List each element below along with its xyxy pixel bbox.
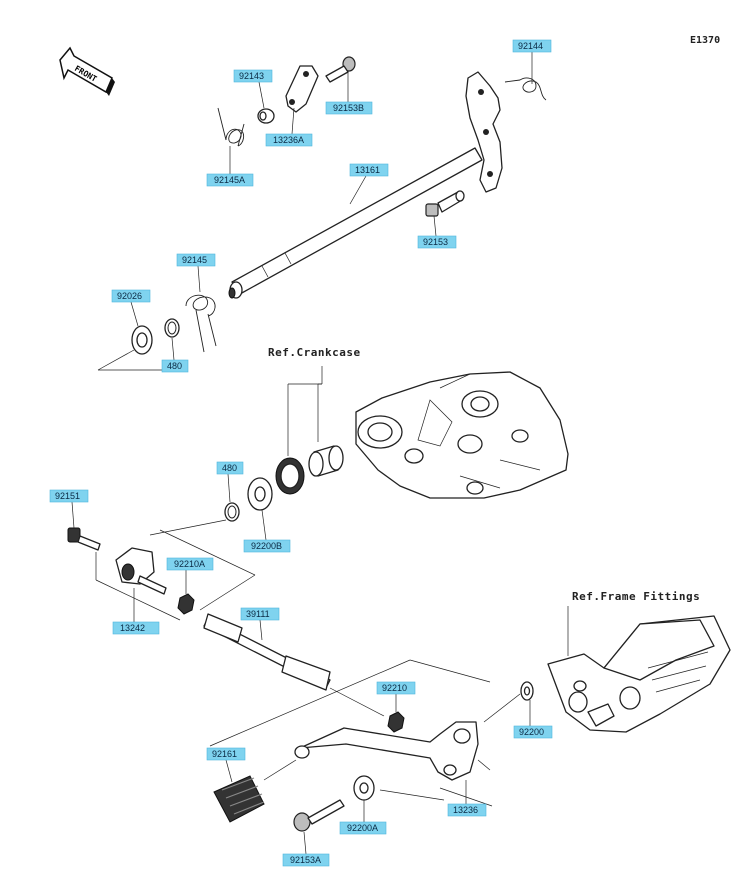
circlip-upper [164, 318, 180, 338]
collar-92143 [257, 108, 275, 124]
part-tag-92200: 92200 [513, 700, 553, 739]
svg-text:92145A: 92145A [214, 175, 245, 185]
part-tag-13242: 13242 [112, 588, 160, 635]
bolt-92153 [425, 190, 465, 217]
svg-text:92153A: 92153A [290, 855, 321, 865]
washer-92200 [520, 681, 534, 701]
part-tag-92210a: 92210A [166, 557, 214, 594]
shift-shaft [228, 147, 483, 299]
part-tag-92153b: 92153B [325, 72, 373, 115]
washer-92200b [247, 477, 273, 511]
diagram-code: E1370 [690, 35, 720, 46]
svg-text:13161: 13161 [355, 165, 380, 175]
torsion-spring-92145 [185, 294, 217, 353]
svg-text:92144: 92144 [518, 41, 543, 51]
part-tag-39111: 39111 [240, 607, 280, 641]
circlip-lower [224, 502, 240, 522]
part-tag-480-upper: 480 [161, 337, 189, 373]
bolt-92153b [325, 56, 356, 83]
svg-text:92200B: 92200B [251, 541, 282, 551]
shift-pedal-13236 [294, 721, 479, 781]
nut-92210a [177, 593, 195, 615]
frame-fittings [547, 615, 731, 733]
nut-92210 [387, 711, 405, 733]
svg-text:92145: 92145 [182, 255, 207, 265]
svg-text:92210: 92210 [382, 683, 407, 693]
svg-text:13236A: 13236A [273, 135, 304, 145]
washer-92200a [353, 775, 375, 801]
front-arrow-icon: FRONT [59, 46, 115, 96]
bolt-92153a [293, 799, 345, 832]
svg-text:13242: 13242 [120, 623, 145, 633]
svg-text:92200A: 92200A [347, 823, 378, 833]
lever-13236a [285, 65, 319, 113]
part-tag-92210: 92210 [376, 681, 416, 712]
washer-92026 [131, 325, 153, 355]
svg-text:92210A: 92210A [174, 559, 205, 569]
part-tag-13236a: 13236A [265, 107, 313, 147]
part-tag-92144: 92144 [512, 39, 552, 84]
lever-13242 [115, 547, 167, 595]
part-tag-92153a: 92153A [282, 831, 330, 867]
svg-text:92153: 92153 [423, 237, 448, 247]
shift-arm-plate [465, 71, 503, 193]
ref-crankcase: Ref.Crankcase [268, 346, 361, 359]
svg-text:13236: 13236 [453, 805, 478, 815]
needle-bearing [308, 445, 344, 477]
svg-text:92151: 92151 [55, 491, 80, 501]
part-tag-480-lower: 480 [216, 461, 244, 503]
part-tag-92145a: 92145A [206, 146, 254, 187]
part-tag-92200b: 92200B [243, 509, 291, 553]
ref-frame-fittings: Ref.Frame Fittings [572, 590, 700, 603]
spring-icon [504, 77, 547, 101]
part-tag-13161: 13161 [349, 163, 389, 205]
part-tag-92161: 92161 [206, 747, 246, 783]
crankcase-section [355, 371, 569, 499]
part-tag-92026: 92026 [111, 289, 151, 327]
part-tag-92145: 92145 [176, 253, 216, 293]
pedal-rubber-92161 [213, 775, 265, 823]
svg-text:92161: 92161 [212, 749, 237, 759]
bolt-92151 [67, 527, 101, 551]
svg-text:92143: 92143 [239, 71, 264, 81]
part-tag-13236: 13236 [447, 780, 487, 817]
svg-text:92200: 92200 [519, 727, 544, 737]
part-tag-92151: 92151 [49, 489, 89, 529]
svg-text:39111: 39111 [246, 609, 270, 619]
part-tag-92200a: 92200A [339, 800, 387, 835]
torsion-spring-upper [217, 107, 245, 147]
part-tag-92143: 92143 [233, 69, 273, 109]
tie-rod-39111 [203, 613, 331, 691]
svg-text:92153B: 92153B [333, 103, 364, 113]
part-tag-92153: 92153 [417, 215, 457, 249]
svg-text:92026: 92026 [117, 291, 142, 301]
oil-seal [275, 457, 305, 495]
svg-text:480: 480 [167, 361, 182, 371]
svg-text:480: 480 [222, 463, 237, 473]
